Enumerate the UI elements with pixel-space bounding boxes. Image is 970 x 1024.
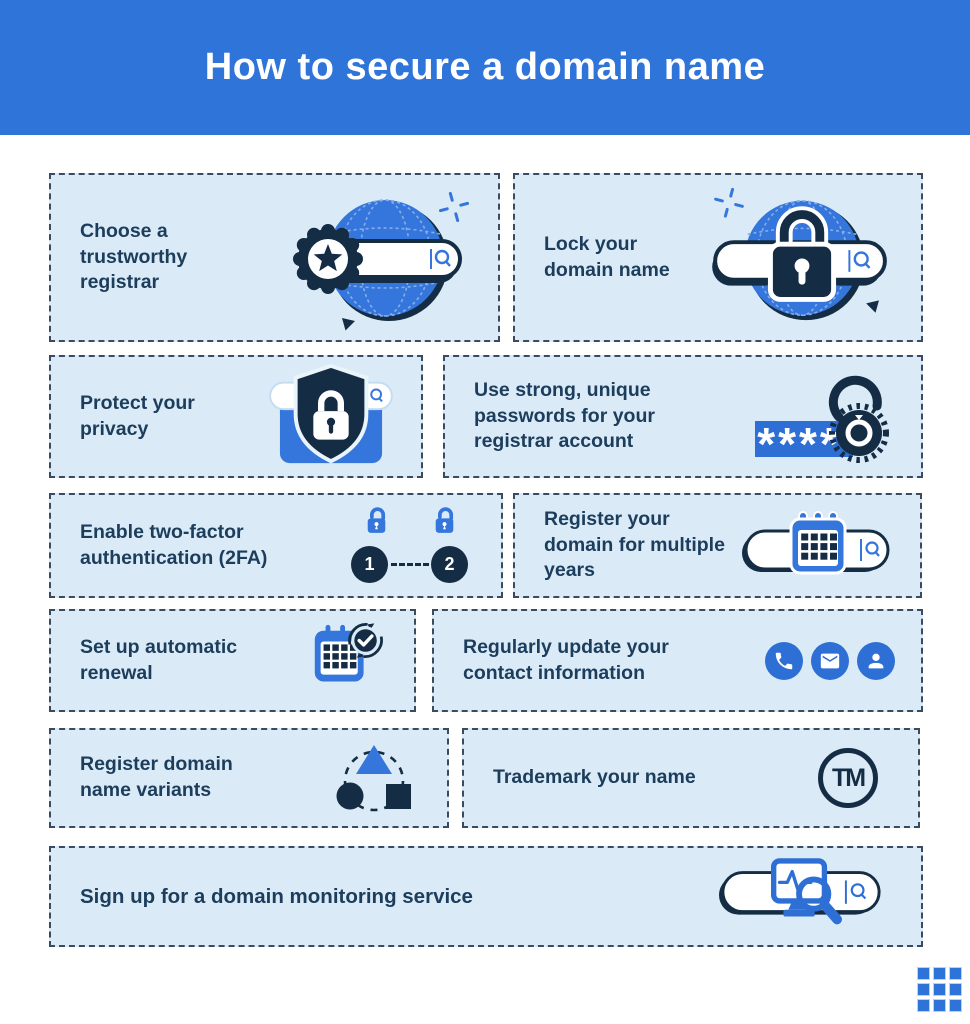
trademark-text: TM	[831, 763, 866, 792]
step-1-badge: 1	[351, 545, 388, 583]
two-step-locks-icon: 1 2	[345, 506, 475, 586]
card-label: Sign up for a domain monitoring service	[80, 884, 473, 908]
card-label: Regularly update your contact informatio…	[463, 635, 669, 684]
page-title: How to secure a domain name	[204, 46, 766, 88]
card-label: Protect your privacy	[80, 391, 195, 440]
card-name-variants: Register domain name variants	[49, 728, 449, 828]
card-label: Lock your domain name	[544, 232, 670, 281]
registrar-seal-globe-search-icon	[293, 191, 470, 330]
step-connector-dashes	[391, 562, 429, 566]
browser-shield-lock-icon	[269, 363, 393, 463]
step-2-badge: 2	[431, 545, 468, 583]
search-bar-monitoring-icon	[719, 857, 881, 924]
card-label: Register your domain for multiple years	[544, 507, 725, 582]
card-strong-passwords: Use strong, unique passwords for your re…	[443, 355, 923, 478]
card-protect-privacy: Protect your privacy	[49, 355, 423, 478]
card-choose-registrar: Choose a trustworthy registrar	[49, 173, 500, 342]
card-label: Choose a trustworthy registrar	[80, 219, 188, 294]
card-trademark: Trademark your name TM	[462, 728, 920, 828]
calendar-auto-renew-icon	[314, 622, 383, 681]
card-label: Set up automatic renewal	[80, 635, 238, 684]
phone-icon	[765, 641, 803, 680]
card-two-factor: Enable two-factor authentication (2FA) 1…	[49, 493, 503, 598]
card-label: Trademark your name	[493, 766, 696, 789]
card-auto-renewal: Set up automatic renewal	[49, 609, 416, 712]
padlock-icon	[435, 506, 454, 533]
phone-email-contact-icons	[765, 641, 895, 680]
padlock-icon	[367, 506, 386, 533]
card-multiple-years: Register your domain for multiple years	[513, 493, 922, 598]
header-banner: How to secure a domain name	[0, 0, 970, 135]
trademark-circle-icon: TM	[818, 748, 878, 808]
card-label: Enable two-factor authentication (2FA)	[80, 520, 268, 569]
card-label: Register domain name variants	[80, 753, 233, 801]
card-monitoring-service: Sign up for a domain monitoring service	[49, 846, 923, 947]
email-icon	[811, 641, 849, 680]
search-bar-calendar-icon	[742, 510, 890, 574]
password-field-lock-icon: ****	[755, 375, 889, 467]
card-lock-domain: Lock your domain name	[513, 173, 923, 342]
person-icon	[857, 641, 895, 680]
password-mask-text: ****	[757, 418, 841, 467]
card-contact-info: Regularly update your contact informatio…	[432, 609, 923, 712]
card-label: Use strong, unique passwords for your re…	[474, 378, 655, 453]
globe-search-padlock-icon	[712, 187, 887, 320]
shape-variants-icon	[336, 745, 411, 812]
grid-logo	[917, 967, 962, 1012]
